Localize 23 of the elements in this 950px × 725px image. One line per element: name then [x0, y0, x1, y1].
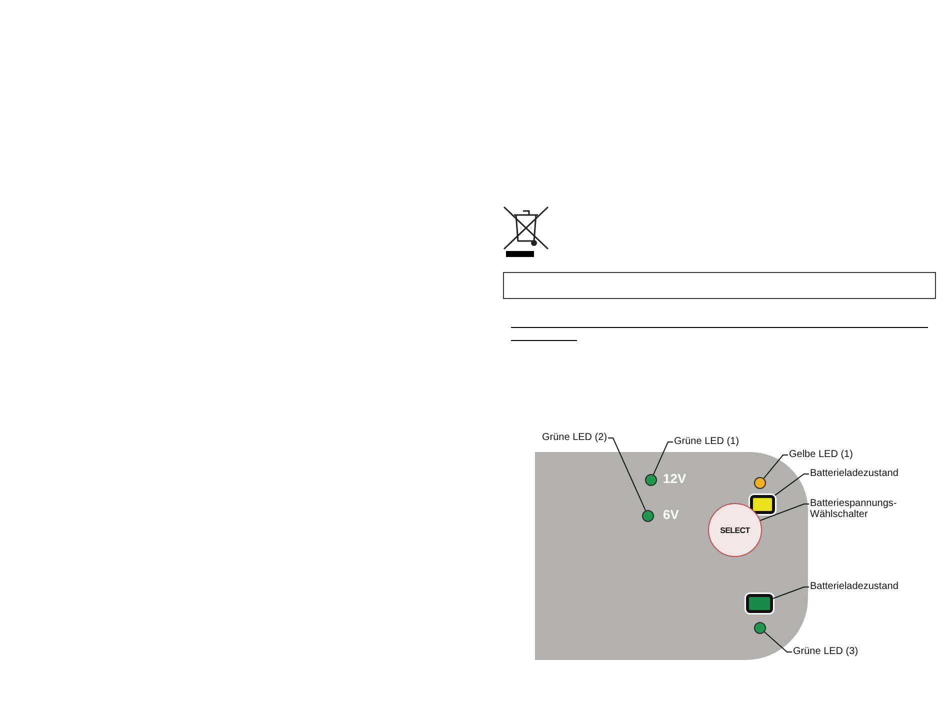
voltage-label: 6V: [663, 508, 679, 522]
callout-label: Grüne LED (1): [674, 436, 740, 447]
led-light: [645, 474, 657, 486]
leader-line: [772, 586, 810, 599]
select-button: SELECT: [708, 503, 762, 557]
led-light: [754, 477, 766, 489]
callout-label: Grüne LED (2): [542, 432, 608, 443]
leader-line: [652, 442, 674, 476]
callout-label: Gelbe LED (1): [789, 449, 853, 460]
leader-line: [774, 474, 810, 496]
led-light: [754, 622, 766, 634]
callout-label: Batteriespannungs- Wählschalter: [810, 498, 906, 520]
callout-label: Batterieladezustand: [810, 468, 898, 479]
leader-line: [760, 504, 810, 521]
led-light: [642, 510, 654, 522]
callout-label: Batterieladezustand: [810, 581, 898, 592]
voltage-label: 12V: [663, 472, 686, 486]
callout-label: Grüne LED (3): [793, 646, 858, 657]
leader-line: [763, 454, 788, 479]
leader-line: [764, 631, 792, 652]
battery-indicator: [750, 495, 775, 514]
battery-indicator: [746, 594, 773, 613]
leader-line: [608, 438, 646, 512]
